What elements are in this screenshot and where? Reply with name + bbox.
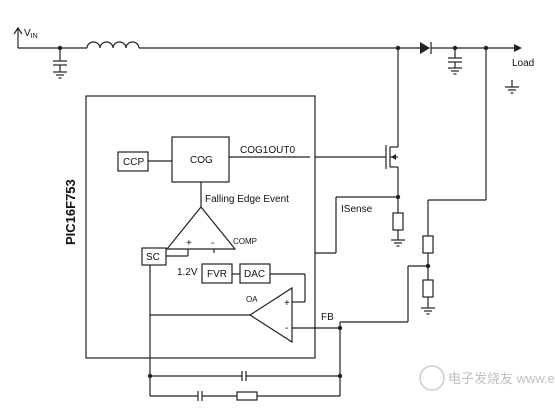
output-diode [420, 42, 432, 54]
feedback-resistor-top [422, 235, 434, 254]
inductor [86, 41, 140, 49]
sc-block: SC [141, 247, 167, 266]
svg-text:FVR: FVR [207, 269, 227, 280]
comparator: + - [165, 206, 237, 250]
svg-text:COG: COG [190, 155, 213, 166]
fb-label: FB [321, 312, 334, 323]
load-ground [505, 80, 519, 94]
ccp-block: CCP [117, 151, 149, 172]
svg-text:+: + [284, 298, 290, 309]
fvr-block: FVR [201, 263, 233, 284]
cog-block: COG [171, 136, 230, 183]
load-label: Load [512, 58, 534, 69]
svg-text:+: + [186, 238, 192, 249]
ref-voltage-label: 1.2V [177, 267, 198, 278]
error-amplifier: + - [248, 286, 293, 344]
svg-text:-: - [211, 238, 214, 249]
compensation-capacitor-1 [241, 371, 247, 381]
sense-resistor [391, 212, 405, 247]
watermark: 电子发烧友 www.elecfans.com [419, 365, 555, 391]
output-capacitor [448, 48, 462, 75]
input-terminal [13, 26, 23, 48]
input-capacitor [53, 48, 67, 79]
vin-label: VIN [24, 28, 38, 40]
svg-text:CCP: CCP [123, 157, 144, 168]
oa-label: OA [246, 295, 258, 304]
svg-text:DAC: DAC [244, 269, 265, 280]
svg-text:电子发烧友 www.elecfans.com: 电子发烧友 www.elecfans.com [448, 371, 555, 386]
load-arrow [514, 44, 522, 52]
dac-block: DAC [239, 263, 271, 284]
isense-label: ISense [341, 204, 373, 215]
falling-edge-label: Falling Edge Event [205, 194, 289, 205]
mosfet-switch [310, 145, 398, 169]
comp-label: COMP [233, 237, 257, 246]
compensation-capacitor-2 [197, 391, 203, 401]
feedback-resistor-bottom [421, 279, 435, 315]
compensation-resistor [236, 391, 258, 401]
svg-text:-: - [285, 323, 288, 334]
cog-output-label: COG1OUT0 [240, 145, 295, 156]
chip-label: PIC16F753 [63, 179, 78, 245]
svg-text:SC: SC [146, 252, 160, 263]
